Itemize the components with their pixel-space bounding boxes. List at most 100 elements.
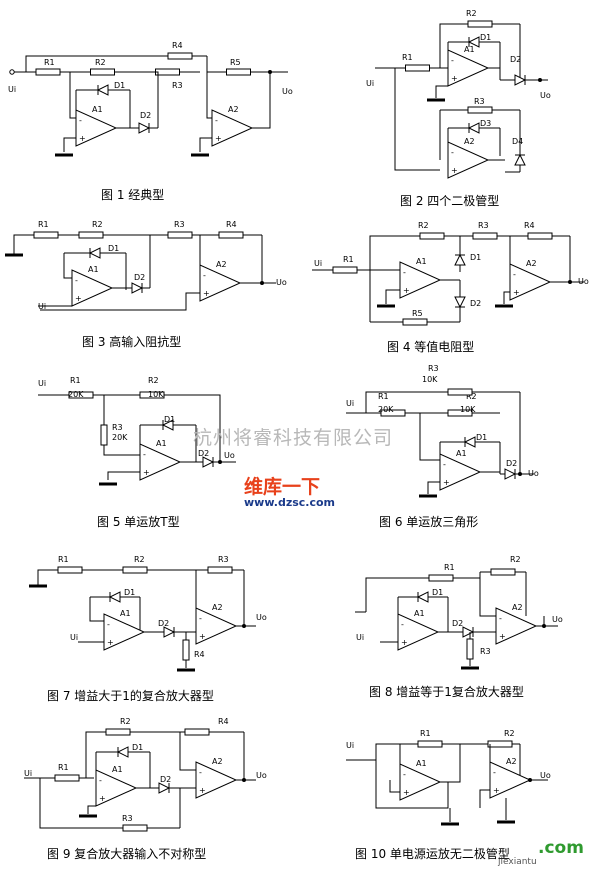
resistor-label: R4 [218, 717, 229, 726]
diode [163, 626, 176, 638]
junction-dot [268, 70, 272, 74]
opamp-plus-sign: + [215, 134, 222, 143]
resistor [226, 68, 251, 76]
resistor-label: R2 [120, 717, 131, 726]
opamp [509, 263, 552, 301]
diode-label: D1 [470, 253, 481, 262]
wire [40, 292, 200, 311]
resistor [428, 574, 454, 582]
diode [514, 153, 526, 166]
resistor [419, 232, 445, 240]
wire [89, 597, 104, 622]
input-label: Ui [314, 259, 322, 268]
wire [179, 732, 196, 771]
caption-fig10: 图 10 单电源运放无二极管型 [355, 847, 510, 861]
opamp-minus-sign: - [443, 460, 446, 469]
resistor-label: R3 [478, 221, 489, 230]
wire [38, 298, 73, 307]
junction-dot [542, 624, 546, 628]
watermark-corner-dotcom: .com [538, 838, 584, 858]
resistor-label: R1 [58, 555, 69, 564]
wire [480, 471, 501, 474]
resistor [417, 740, 443, 748]
opamp-label: A2 [212, 603, 223, 612]
output-label: Uo [282, 87, 293, 96]
opamp-label: A2 [506, 757, 517, 766]
watermark-brand: 维库一下 [244, 476, 321, 498]
wire [87, 805, 96, 814]
resistor [402, 318, 428, 326]
wire [375, 760, 449, 809]
opamp [95, 769, 138, 807]
diode [467, 122, 480, 134]
resistor-label: R2 [92, 220, 103, 229]
value-label: 10K [460, 405, 476, 414]
wire [435, 85, 448, 98]
wire [365, 391, 400, 413]
resistor [405, 64, 430, 72]
output-label: Uo [256, 771, 267, 780]
opamp-plus-sign: + [143, 468, 150, 477]
opamp-minus-sign: - [493, 768, 496, 777]
wire [479, 578, 496, 617]
opamp-label: A1 [156, 439, 167, 448]
opamp [211, 109, 254, 147]
opamp-plus-sign: + [403, 286, 410, 295]
resistor-label: R2 [510, 555, 521, 564]
wire [63, 253, 72, 279]
resistor [167, 52, 193, 60]
resistor [57, 566, 83, 574]
wire [394, 68, 440, 171]
resistor-label: R1 [38, 220, 49, 229]
opamp [447, 49, 490, 87]
wire [479, 789, 490, 808]
wire [419, 413, 440, 461]
resistor-label: R1 [58, 763, 69, 772]
diode-label: D1 [432, 588, 443, 597]
value-label: 20K [378, 405, 394, 414]
wire [365, 577, 420, 612]
opamp-label: A2 [216, 260, 227, 269]
resistor-label: R2 [95, 58, 106, 67]
resistor [100, 424, 108, 446]
opamp [439, 453, 482, 491]
opamp-plus-sign: + [199, 632, 206, 641]
resistor [54, 774, 80, 782]
opamp-minus-sign: - [451, 148, 454, 157]
opamp-label: A1 [112, 765, 123, 774]
diode-label: D2 [134, 273, 145, 282]
resistor-label: R2 [134, 555, 145, 564]
diode [88, 247, 101, 259]
input-label: Ui [24, 769, 32, 778]
wire [135, 71, 159, 128]
diode [108, 591, 121, 603]
resistor-label: R3 [480, 647, 491, 656]
diode-label: D2 [506, 459, 517, 468]
wire [39, 778, 90, 829]
input-label: Ui [366, 79, 374, 88]
resistor [68, 391, 94, 399]
wire [375, 743, 400, 760]
input-label: Ui [8, 85, 16, 94]
diode [161, 419, 174, 431]
junction-dot [242, 778, 246, 782]
wire [200, 394, 221, 462]
opamp-plus-sign: + [513, 288, 520, 297]
resistor [466, 638, 474, 660]
diode [416, 591, 429, 603]
wire [440, 744, 461, 783]
resistor [139, 391, 165, 399]
opamp-minus-sign: - [79, 116, 82, 125]
caption-fig8: 图 8 增益等于1复合放大器型 [369, 685, 524, 699]
resistor [78, 231, 104, 239]
diode-label: D2 [510, 55, 521, 64]
opamp-minus-sign: - [215, 116, 218, 125]
diode [96, 84, 109, 96]
wire [199, 137, 212, 152]
diode-label: D2 [158, 619, 169, 628]
diode [202, 456, 215, 468]
